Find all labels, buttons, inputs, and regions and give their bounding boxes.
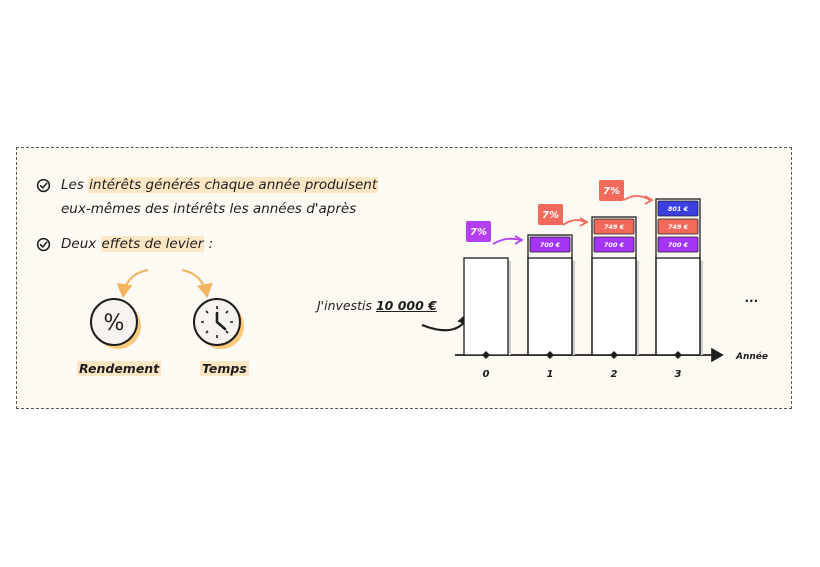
bullet-2-highlight: effets de levier [100, 236, 205, 252]
x-tick-label: 1 [547, 369, 554, 380]
x-tick-marker [482, 351, 490, 359]
bar-segment-year-2-1 [593, 236, 635, 253]
rate-arrow-head [644, 195, 654, 205]
x-tick-marker [546, 351, 554, 359]
bullet-2-prefix: Deux [61, 236, 101, 252]
x-tick-label: 0 [483, 369, 490, 380]
rate-arrow-head [514, 235, 524, 245]
lever-label-temps: Temps [200, 361, 249, 376]
bar-segment-label: 700 € [604, 241, 625, 249]
x-tick-label: 3 [675, 369, 682, 380]
bullet-2-suffix: : [204, 236, 214, 252]
bar-base-year-1 [527, 257, 573, 356]
invest-arrow [421, 309, 474, 332]
rate-badge-label: 7% [470, 227, 487, 238]
bullet-point-2: Deux effets de levier : [61, 236, 213, 252]
rate-badge [466, 221, 491, 242]
bar-base-year-0 [463, 257, 509, 356]
rate-badge [538, 204, 563, 225]
continuation-dots: ... [745, 291, 759, 305]
invest-prefix: J'investis [317, 298, 376, 313]
bar-segment-year-3-2 [657, 218, 699, 235]
clock-icon [193, 298, 244, 349]
rate-arrow [623, 195, 651, 201]
bar-segment-label: 749 € [668, 223, 689, 231]
rate-arrow [562, 219, 586, 226]
invest-amount: 10 000 € [375, 298, 437, 313]
check-circle-icon [36, 237, 51, 252]
rate-badge-label: 7% [603, 186, 620, 197]
rate-arrow [492, 237, 521, 245]
bar-segment-label: 700 € [540, 241, 561, 249]
rate-badge [599, 180, 624, 201]
bar-segment-year-3-1 [657, 236, 699, 253]
bar-segment-year-2-2 [593, 218, 635, 235]
bullet-point-1-continuation: eux-mêmes des intérêts les années d'aprè… [61, 201, 357, 217]
x-tick-marker [610, 351, 618, 359]
bar-segment-label: 700 € [668, 241, 689, 249]
percent-icon: % [90, 298, 141, 349]
bar-segment-year-3-3 [657, 200, 699, 217]
x-tick-marker [674, 351, 682, 359]
compound-bar-chart: Année ... 0 700 € 1 700 € 749 € 2 700 € 749 € 80… [455, 180, 768, 380]
lever-arrow-left [116, 269, 149, 298]
x-tick-label: 2 [611, 369, 618, 380]
bullet-point-1: Les intérêts générés chaque année produi… [61, 177, 379, 193]
bar-base-year-3 [655, 257, 701, 356]
rate-arrow-head [579, 217, 589, 227]
lever-arrow-right [181, 269, 213, 298]
check-circle-icon [36, 178, 51, 193]
bar-segment-label: 801 € [668, 205, 689, 213]
bar-segment-year-1-1 [529, 236, 571, 253]
x-axis-label: Année [735, 351, 768, 362]
bullet-1-highlight: intérêts générés chaque année produisent [88, 177, 379, 193]
bullet-1-prefix: Les [61, 177, 89, 193]
invest-caption: J'investis 10 000 € [317, 298, 437, 313]
lever-label-rendement: Rendement [77, 361, 162, 376]
svg-text:%: % [104, 311, 125, 336]
bar-segment-label: 749 € [604, 223, 625, 231]
rate-badge-label: 7% [542, 210, 559, 221]
bar-base-year-2 [591, 257, 637, 356]
